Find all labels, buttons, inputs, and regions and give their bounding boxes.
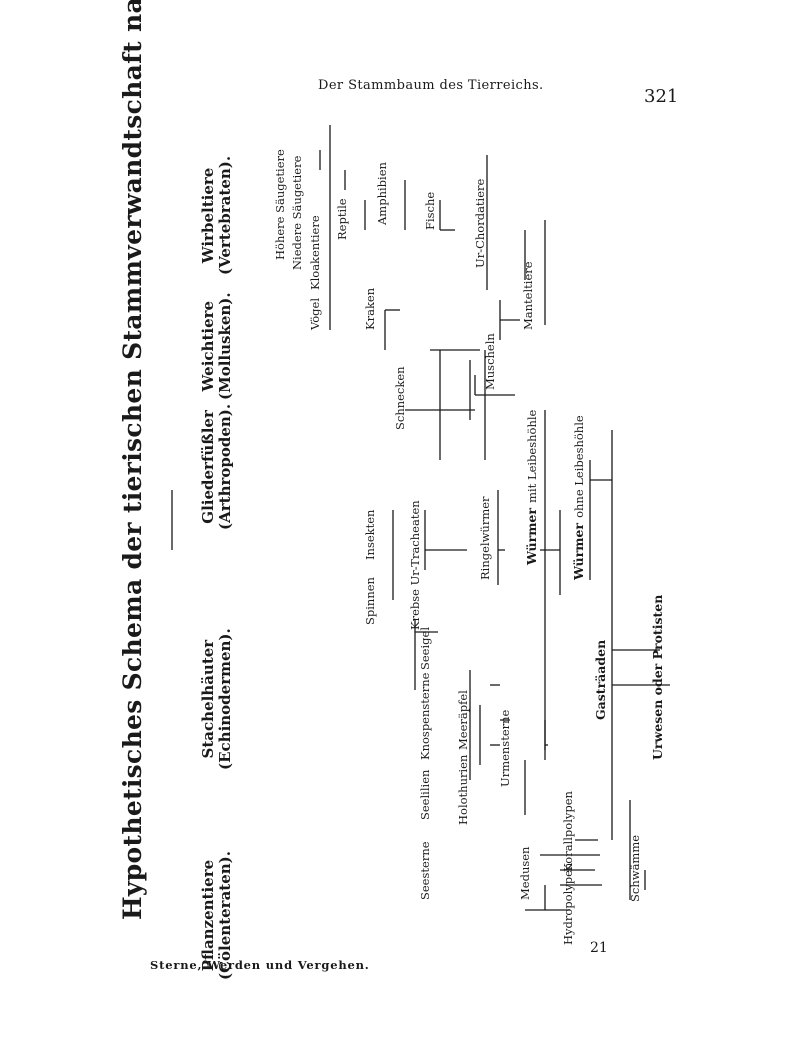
label-fische: Fische (423, 191, 437, 230)
label-urchordatiere: Ur-Chordatiere (473, 178, 487, 268)
label-muscheln: Muscheln (483, 333, 497, 390)
label-krebse-urtracheaten: Krebse Ur-Tracheaten (408, 500, 422, 630)
label-manteltiere: Manteltiere (521, 261, 535, 330)
label-wuermer-ohne-rest: ohne Leibeshöhle (572, 415, 586, 518)
label-wuermer-ohne-bold: Würmer (571, 523, 586, 580)
label-niedere-saeugetiere: Niedere Säugetiere (290, 155, 304, 270)
label-insekten: Insekten (363, 509, 377, 560)
label-spinnen: Spinnen (363, 577, 377, 625)
label-schwaemme: Schwämme (628, 834, 642, 902)
label-wuermer-mit-bold: Würmer (524, 508, 539, 565)
label-wuermer-mit-leibeshoehle: Würmer mit Leibeshöhle (523, 410, 539, 565)
label-urmensterne: Urmensterne (498, 709, 512, 787)
label-wuermer-ohne-leibeshoehle: Würmer ohne Leibeshöhle (570, 415, 586, 580)
page-number: 321 (644, 86, 679, 107)
label-seeigel: Seeigel (418, 626, 432, 670)
label-ringelwuermer: Ringelwürmer (478, 496, 492, 580)
label-wuermer-mit-rest: mit Leibeshöhle (525, 409, 539, 503)
label-voegel: Vögel (308, 297, 322, 330)
footer-title: Sterne, Werden und Vergehen. (150, 958, 370, 972)
label-knospensterne: Knospensterne (418, 672, 432, 760)
running-head: Der Stammbaum des Tierreichs. (318, 78, 544, 93)
label-hoehere-saeugetiere: Höhere Säugetiere (273, 149, 287, 260)
label-amphibien: Amphibien (375, 162, 389, 225)
label-hydropolypen: Hydropolypen (561, 862, 575, 945)
label-seesterne: Seesterne (418, 841, 432, 900)
label-kraken: Kraken (363, 287, 377, 330)
label-kloakentiere: Kloakentiere (308, 215, 322, 290)
label-gastraeaden: Gasträaden (593, 639, 608, 720)
label-holothurien: Holothurien (456, 754, 470, 825)
label-seelilien: Seelilien (418, 769, 432, 820)
label-meeraepfel: Meeräpfel (456, 690, 470, 750)
label-medusen: Medusen (518, 846, 532, 900)
label-korallpolypen: Korallpolypen (561, 791, 575, 872)
label-urwesen: Urwesen oder Protisten (650, 594, 665, 760)
label-reptile: Reptile (335, 198, 349, 240)
label-schnecken: Schnecken (393, 366, 407, 430)
signature-number: 21 (590, 940, 608, 956)
